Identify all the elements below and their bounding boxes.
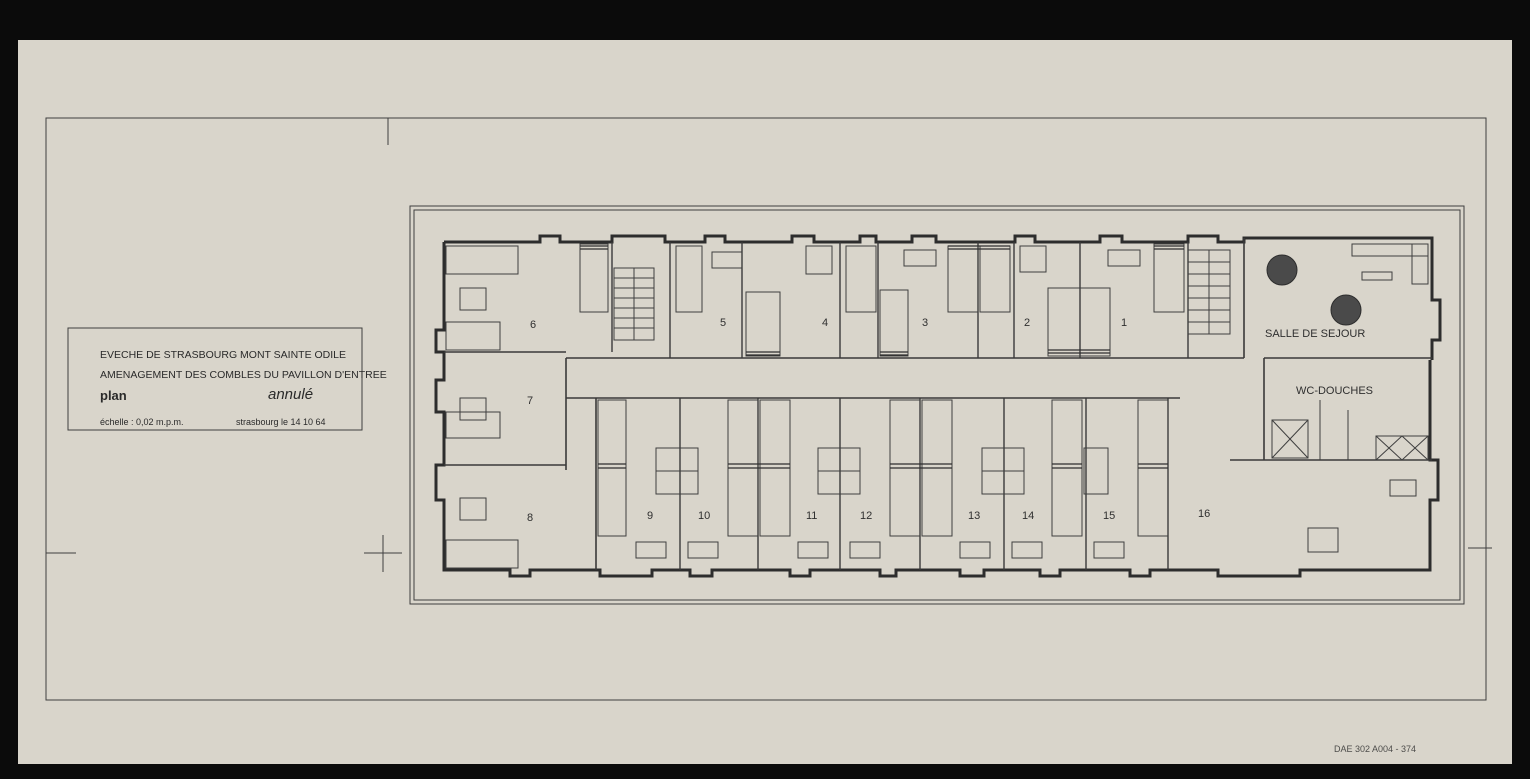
- handwritten-annotation: annulé: [268, 386, 313, 403]
- room-label-8: 8: [527, 512, 533, 524]
- room-label-1: 1: [1121, 317, 1127, 329]
- room-label-16: 16: [1198, 508, 1210, 520]
- salle-de-sejour-furniture: [1266, 243, 1429, 326]
- room-label-7: 7: [527, 395, 533, 407]
- drawing-sheet: [18, 40, 1512, 764]
- room-label-11: 11: [806, 510, 817, 522]
- bottom-room-dividers: [679, 398, 1169, 570]
- room-label-9: 9: [647, 510, 653, 522]
- top-room-dividers: [611, 242, 1189, 358]
- building-walls: [434, 234, 1442, 578]
- beds-top: [445, 243, 1185, 357]
- wc-douches-fixtures: [1271, 400, 1429, 461]
- stair-left: [613, 267, 655, 341]
- plan-enclosure-inner: [413, 209, 1461, 601]
- room-label-3: 3: [922, 317, 928, 329]
- room-label-2: 2: [1024, 317, 1030, 329]
- place-date-text: strasbourg le 14 10 64: [236, 417, 326, 427]
- stair-right: [1187, 249, 1231, 335]
- wardrobes: [655, 447, 1109, 495]
- room-label-4: 4: [822, 317, 828, 329]
- plan-label: plan: [100, 388, 127, 403]
- room-label-12: 12: [860, 510, 872, 522]
- room-label-salle-de-sejour: SALLE DE SEJOUR: [1265, 328, 1365, 340]
- room-label-6: 6: [530, 319, 536, 331]
- corridor-walls: [444, 238, 1432, 570]
- title-line-2: AMENAGEMENT DES COMBLES DU PAVILLON D'EN…: [100, 369, 387, 381]
- scale-text: échelle : 0,02 m.p.m.: [100, 417, 184, 427]
- plan-enclosure-outer: [409, 205, 1465, 605]
- bed-hatches-top: [580, 245, 1184, 356]
- title-line-1: EVECHE DE STRASBOURG MONT SAINTE ODILE: [100, 349, 346, 361]
- beds-bottom: [445, 399, 1169, 569]
- room-label-15: 15: [1103, 510, 1115, 522]
- title-block-frame: [67, 327, 363, 431]
- room-label-13: 13: [968, 510, 980, 522]
- room-label-5: 5: [720, 317, 726, 329]
- sheet-frame: [45, 117, 1487, 701]
- room-label-wc-douches: WC-DOUCHES: [1296, 385, 1373, 397]
- room-label-14: 14: [1022, 510, 1034, 522]
- registration-marks: [46, 118, 1492, 572]
- room-label-10: 10: [698, 510, 710, 522]
- bed-hatches-bottom: [598, 463, 1168, 469]
- archive-stamp: DAE 302 A004 - 374: [1334, 744, 1416, 754]
- desks: [459, 245, 1417, 559]
